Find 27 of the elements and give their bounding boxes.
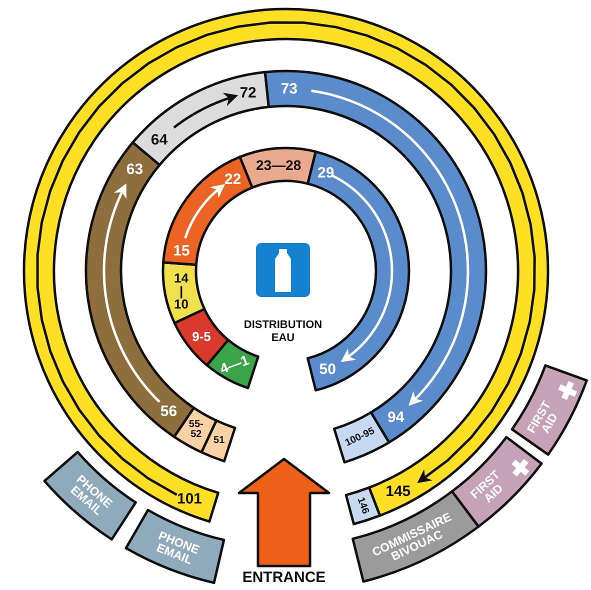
- station-label: DISTRIBUTION EAU: [242, 319, 324, 344]
- stand-number: 146: [354, 496, 370, 516]
- stand-number: 29: [318, 164, 334, 180]
- stand-number: 51: [214, 436, 225, 446]
- stand-number: 50: [319, 362, 336, 377]
- entrance-label: ENTRANCE: [241, 569, 327, 586]
- stand-number: 22: [224, 171, 242, 186]
- booth-box: [510, 364, 588, 456]
- stand-number: 55-52: [188, 420, 204, 440]
- stand-number: 145: [386, 484, 411, 499]
- stand-number: 14 | 10: [173, 270, 190, 310]
- stand-number: 101: [176, 490, 202, 506]
- booth-box: [124, 508, 226, 584]
- stand-number: 73: [280, 81, 298, 96]
- booth-box: [43, 450, 137, 541]
- stand-number: 63: [126, 161, 144, 176]
- stand-number: 23—28: [256, 158, 302, 172]
- route-segment: [162, 261, 206, 324]
- stand-number: 56: [160, 403, 178, 418]
- route-segment: [162, 156, 254, 266]
- stand-number: 64: [150, 132, 168, 148]
- stand-number: 9-5: [192, 329, 211, 342]
- stand-number: 15: [173, 243, 190, 258]
- stand-number: 94: [387, 409, 404, 424]
- booth-box: [450, 436, 543, 528]
- stand-number: 72: [240, 85, 256, 100]
- stand-number: 4—1: [218, 352, 251, 376]
